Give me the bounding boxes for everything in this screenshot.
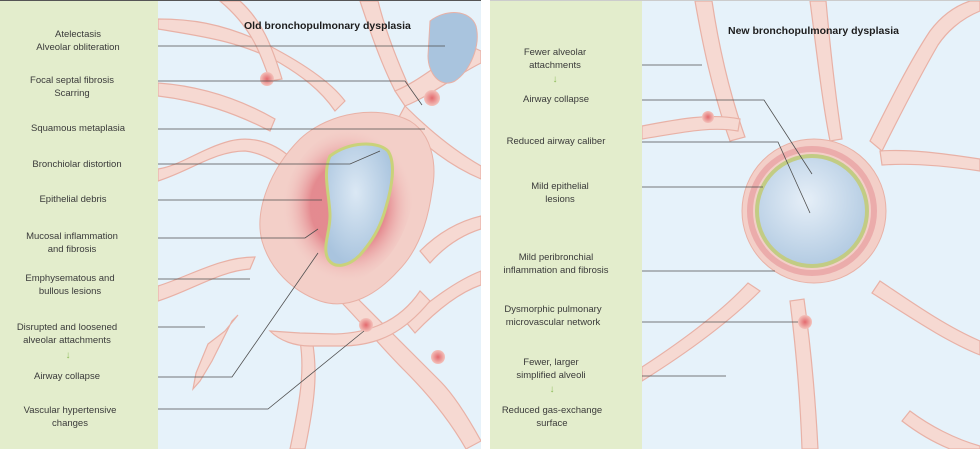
label-reduced-caliber: Reduced airway caliber <box>498 135 614 148</box>
label-bronchiolar-distortion: Bronchiolar distortion <box>12 158 142 171</box>
label-vascular-hypertensive: Vascular hypertensive changes <box>8 404 132 430</box>
label-reduced-gas-exchange: Reduced gas-exchange surface <box>500 404 604 430</box>
vessel <box>260 72 274 86</box>
panel-title: New bronchopulmonary dysplasia <box>728 25 899 37</box>
panel-title: Old bronchopulmonary dysplasia <box>244 20 411 32</box>
new-bpd-panel: New bronchopulmonary dysplasia Fewer alv… <box>490 0 980 449</box>
vessel <box>424 90 440 106</box>
arrow-down-icon: ↓ <box>58 351 78 361</box>
vessel <box>359 318 373 332</box>
old-bpd-panel: Old bronchopulmonary dysplasia Atelectas… <box>0 0 481 449</box>
label-disrupted-attachments: Disrupted and loosened alveolar attachme… <box>4 321 130 347</box>
label-airway-collapse: Airway collapse <box>514 93 598 106</box>
label-fewer-attachments: Fewer alveolar attachments <box>515 46 595 72</box>
arrow-down-icon: ↓ <box>545 75 565 85</box>
label-atelectasis: Atelectasis Alveolar obliteration <box>8 28 148 54</box>
label-squamous-metaplasia: Squamous metaplasia <box>16 122 140 135</box>
vessel <box>431 350 445 364</box>
label-fewer-larger-alveoli: Fewer, larger simplified alveoli <box>512 356 590 382</box>
airway-lumen <box>757 156 867 266</box>
label-airway-collapse: Airway collapse <box>22 370 112 383</box>
label-mild-epithelial: Mild epithelial lesions <box>520 180 600 206</box>
label-mild-peribronchial: Mild peribronchial inflammation and fibr… <box>492 251 620 277</box>
arrow-down-icon: ↓ <box>542 385 562 395</box>
vessel <box>702 111 714 123</box>
label-emphysematous-lesions: Emphysematous and bullous lesions <box>14 272 126 298</box>
label-epithelial-debris: Epithelial debris <box>25 193 121 206</box>
label-mucosal-inflammation: Mucosal inflammation and fibrosis <box>14 230 130 256</box>
label-focal-septal-fibrosis: Focal septal fibrosis Scarring <box>20 74 124 100</box>
vessel <box>798 315 812 329</box>
label-dysmorphic-network: Dysmorphic pulmonary microvascular netwo… <box>496 303 610 329</box>
